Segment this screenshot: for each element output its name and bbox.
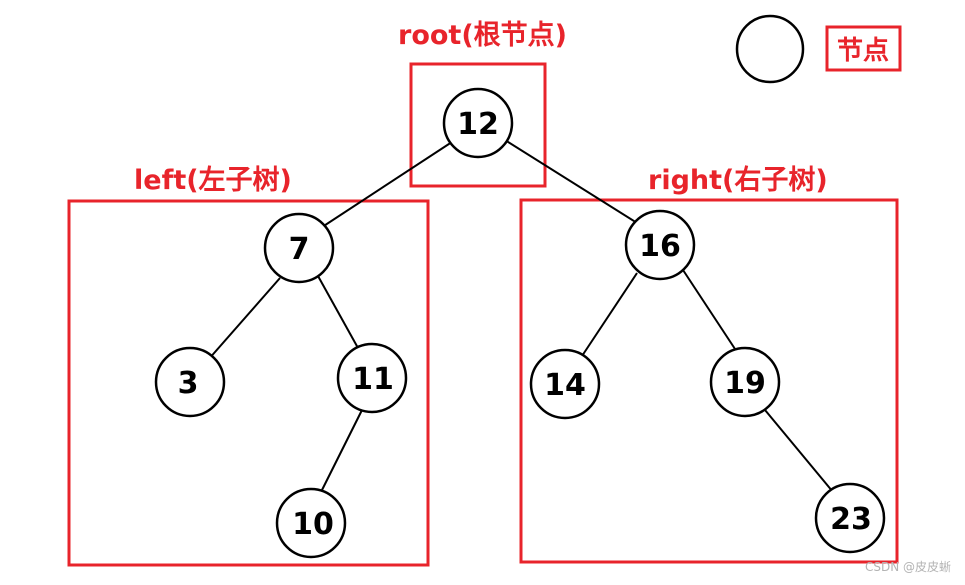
edge-7-3 [207,277,281,361]
node-23-circle [814,482,886,554]
edge-16-19 [682,269,738,353]
node-16-circle [624,209,696,281]
node-3-circle [154,346,226,418]
root-region-box [409,62,547,188]
tree-node: 10 [275,487,347,559]
edge-12-7 [309,139,456,236]
tree-node: 11 [336,342,408,414]
tree-node: 23 [814,482,886,554]
left-subtree-label: left(左子树) [134,165,292,196]
right-subtree-box [519,198,899,564]
node-3-label: 3 [178,366,199,401]
node-19-label: 19 [724,366,766,401]
root-region-label: root(根节点) [398,20,567,51]
node-7-label: 7 [289,232,310,267]
node-11-label: 11 [352,362,394,397]
tree-node: 12 [442,87,514,159]
legend-label: 节点 [837,35,889,66]
node-14-label: 14 [544,368,586,403]
node-16-label: 16 [639,229,681,264]
watermark: CSDN @皮皮蜥 [864,560,951,574]
edge-7-11 [317,275,359,349]
tree-node: 7 [263,212,335,284]
tree-node: 16 [624,209,696,281]
node-12-circle [442,87,514,159]
tree-node: 19 [709,346,781,418]
node-19-circle [709,346,781,418]
tree-edges [207,139,834,495]
legend-node-circle [735,14,805,84]
node-14-circle [529,348,601,420]
node-10-circle [275,487,347,559]
edge-19-23 [764,409,834,493]
tree-node: 14 [529,348,601,420]
node-11-circle [336,342,408,414]
node-10-label: 10 [292,507,334,542]
edge-11-10 [319,409,363,495]
left-subtree-box [67,199,430,567]
node-23-label: 23 [830,502,872,537]
node-12-label: 12 [457,107,499,142]
right-subtree-label: right(右子树) [648,165,828,196]
legend-label-box [825,25,902,72]
node-7-circle [263,212,335,284]
edge-12-16 [504,139,646,229]
edge-16-14 [581,272,638,357]
tree-node: 3 [154,346,226,418]
